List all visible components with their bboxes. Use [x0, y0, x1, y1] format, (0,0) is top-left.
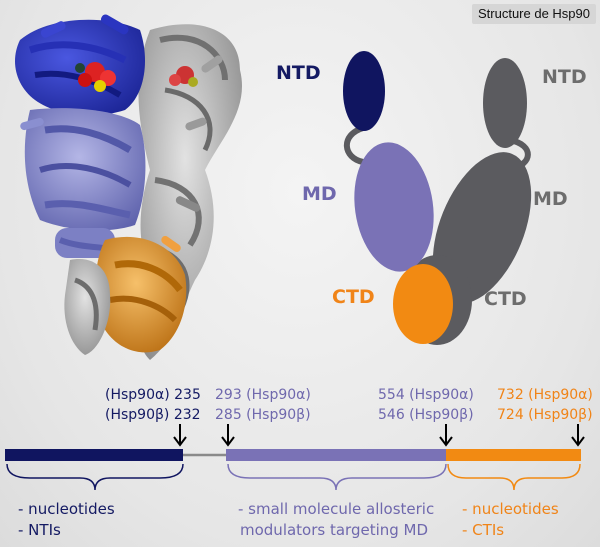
- ctd-desc-line2: - CTIs: [462, 521, 505, 539]
- md-desc-line1: - small molecule allosteric: [238, 500, 435, 518]
- left-ctd-label: CTD: [332, 286, 375, 308]
- md-bar: [226, 449, 446, 461]
- arrow-ntd-end: [173, 424, 187, 447]
- ntd-bar: [5, 449, 183, 461]
- arrow-ctd-end: [571, 424, 585, 447]
- right-ntd-label: NTD: [542, 66, 587, 88]
- left-ntd-ellipse: [343, 51, 385, 131]
- left-linker: [343, 125, 365, 165]
- md-start-alpha: 293 (Hsp90α): [215, 387, 311, 403]
- arrow-md-end: [439, 424, 453, 447]
- ctd-end-beta: 724 (Hsp90β): [497, 407, 593, 423]
- md-end-alpha: 554 (Hsp90α): [378, 387, 474, 403]
- ctd-end-position: 732 (Hsp90α) 724 (Hsp90β): [497, 385, 593, 425]
- schematic-dimer: [343, 51, 532, 345]
- domain-map: [5, 424, 585, 491]
- right-ctd-label: CTD: [484, 288, 527, 310]
- arrow-md-start: [221, 424, 235, 447]
- ctd-description: - nucleotides - CTIs: [462, 499, 559, 541]
- ctd-desc-line1: - nucleotides: [462, 500, 559, 518]
- ntd-end-beta: (Hsp90β) 232: [105, 407, 201, 423]
- left-ntd-label: NTD: [276, 62, 321, 84]
- md-description: - small molecule allosteric modulators t…: [238, 499, 434, 541]
- ntd-desc-line1: - nucleotides: [18, 500, 115, 518]
- ntd-brace: [6, 463, 184, 491]
- md-start-beta: 285 (Hsp90β): [215, 407, 311, 423]
- blue-ntd-structure: [15, 14, 145, 116]
- md-end-beta: 546 (Hsp90β): [378, 407, 474, 423]
- right-md-label: MD: [533, 188, 568, 210]
- md-desc-line2: modulators targeting MD: [240, 521, 429, 539]
- ctd-brace: [447, 463, 581, 491]
- lavender-md-structure: [20, 108, 146, 258]
- md-end-position: 554 (Hsp90α) 546 (Hsp90β): [378, 385, 474, 425]
- protein-structure-image: [15, 14, 242, 361]
- ntd-desc-line2: - NTIs: [18, 521, 61, 539]
- orange-ctd-structure: [95, 235, 187, 353]
- figure-title: Structure de Hsp90: [471, 4, 596, 24]
- right-ntd-ellipse: [483, 58, 527, 148]
- md-brace: [227, 463, 447, 491]
- ctd-end-alpha: 732 (Hsp90α): [497, 387, 593, 403]
- left-ctd-ellipse: [393, 264, 453, 344]
- left-md-label: MD: [302, 183, 337, 205]
- left-md-ellipse: [354, 142, 434, 272]
- ctd-bar: [446, 449, 581, 461]
- ntd-end-position: (Hsp90α) 235 (Hsp90β) 232: [105, 385, 201, 425]
- ntd-description: - nucleotides - NTIs: [18, 499, 115, 541]
- ntd-end-alpha: (Hsp90α) 235: [105, 387, 201, 403]
- left-monomer: [343, 51, 453, 344]
- md-start-position: 293 (Hsp90α) 285 (Hsp90β): [215, 385, 311, 425]
- grey-ctd-structure: [64, 259, 111, 355]
